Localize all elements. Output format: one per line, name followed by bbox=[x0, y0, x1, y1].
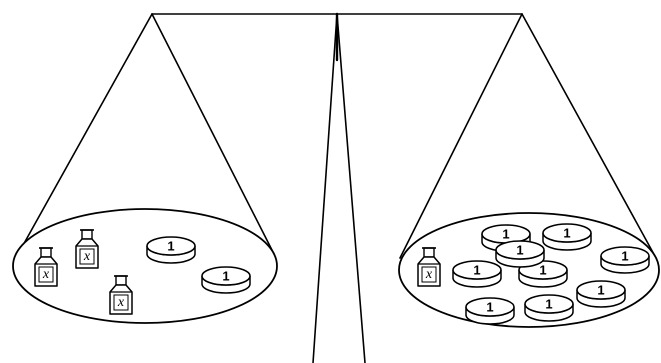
coin-label: 1 bbox=[516, 242, 523, 257]
weight-label: x bbox=[117, 295, 125, 310]
coin-label: 1 bbox=[545, 296, 552, 311]
scale-post bbox=[313, 14, 365, 363]
coin-label: 1 bbox=[597, 282, 604, 297]
coin-label: 1 bbox=[621, 248, 628, 263]
coin-label: 1 bbox=[539, 262, 546, 277]
coin-1: 1 bbox=[525, 295, 573, 321]
coin-label: 1 bbox=[473, 262, 480, 277]
weight-label: x bbox=[425, 267, 433, 282]
coin-label: 1 bbox=[563, 225, 570, 240]
coin-1: 1 bbox=[543, 224, 591, 250]
coin-1: 1 bbox=[453, 261, 501, 287]
coin-1: 1 bbox=[496, 241, 544, 267]
coin-1: 1 bbox=[601, 247, 649, 273]
coin-1: 1 bbox=[147, 237, 195, 263]
coin-label: 1 bbox=[486, 299, 493, 314]
coin-label: 1 bbox=[167, 238, 174, 253]
coin-1: 1 bbox=[466, 298, 514, 324]
coin-1: 1 bbox=[202, 267, 250, 293]
weight-label: x bbox=[42, 267, 50, 282]
coin-1: 1 bbox=[577, 281, 625, 307]
coin-label: 1 bbox=[222, 268, 229, 283]
weight-label: x bbox=[83, 249, 91, 264]
coin-label: 1 bbox=[502, 226, 509, 241]
